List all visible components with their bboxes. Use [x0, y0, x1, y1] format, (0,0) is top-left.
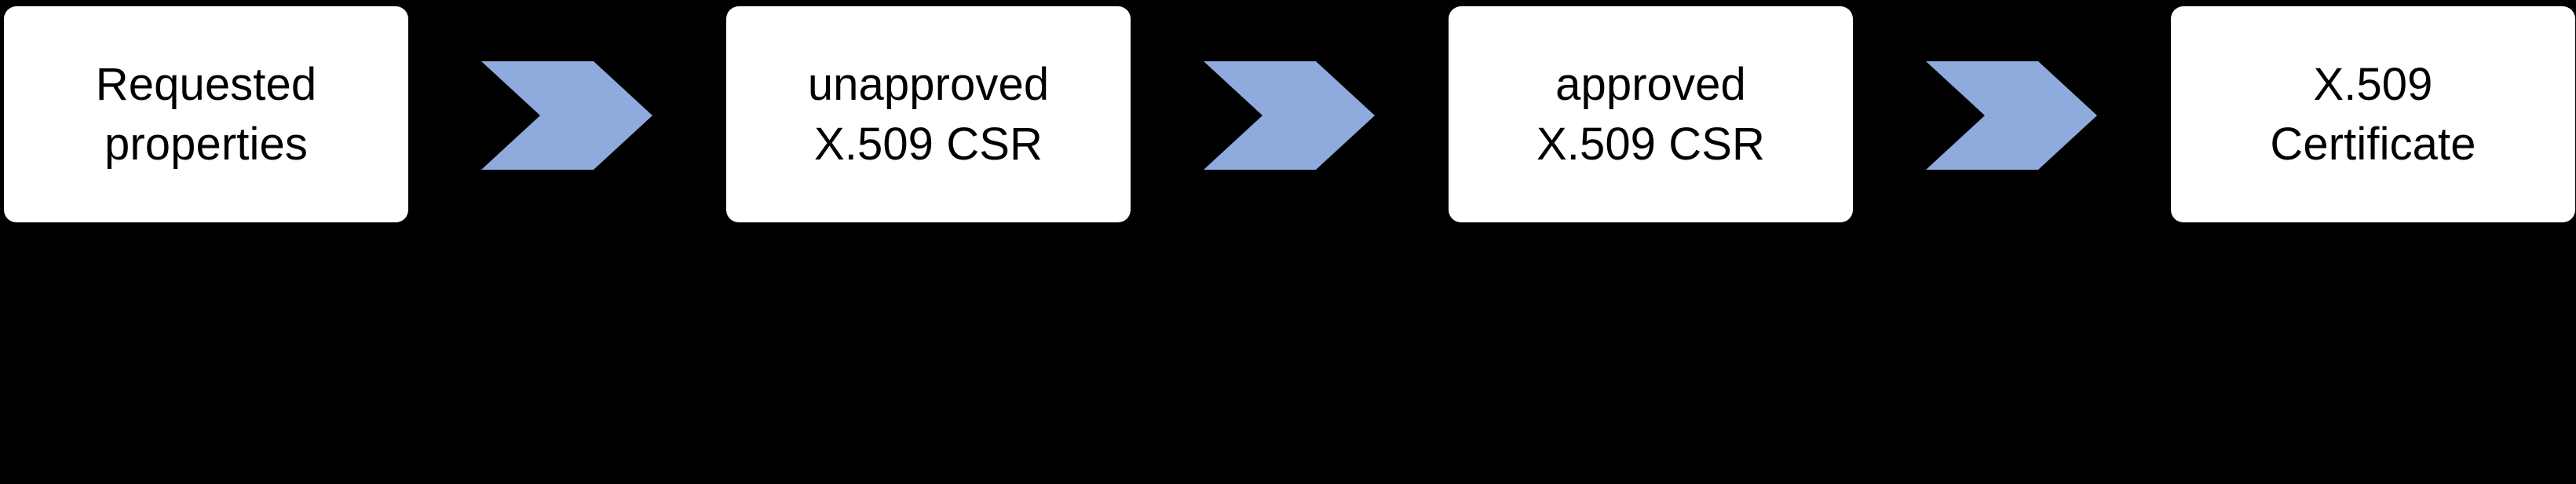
- process-box-requested-properties[interactable]: Requested properties: [4, 6, 408, 222]
- process-box-line: approved: [1555, 59, 1746, 111]
- chevron-right-arrow-icon: [1926, 61, 2097, 170]
- process-box-x509-certificate[interactable]: X.509 Certificate: [2171, 6, 2575, 222]
- chevron-right-arrow-icon: [1204, 61, 1375, 170]
- process-box-line: X.509 CSR: [1536, 118, 1766, 170]
- process-box-line: X.509 CSR: [813, 118, 1043, 170]
- chevron-right-arrow-icon: [481, 61, 652, 170]
- process-box-line: unapproved: [807, 59, 1050, 111]
- process-box-approved-csr[interactable]: approved X.509 CSR: [1449, 6, 1853, 222]
- process-box-line: Certificate: [2270, 118, 2476, 170]
- process-box-line: X.509: [2313, 59, 2433, 111]
- process-box-line: properties: [104, 118, 308, 170]
- process-box-line: Requested: [95, 59, 317, 111]
- process-box-unapproved-csr[interactable]: unapproved X.509 CSR: [726, 6, 1131, 222]
